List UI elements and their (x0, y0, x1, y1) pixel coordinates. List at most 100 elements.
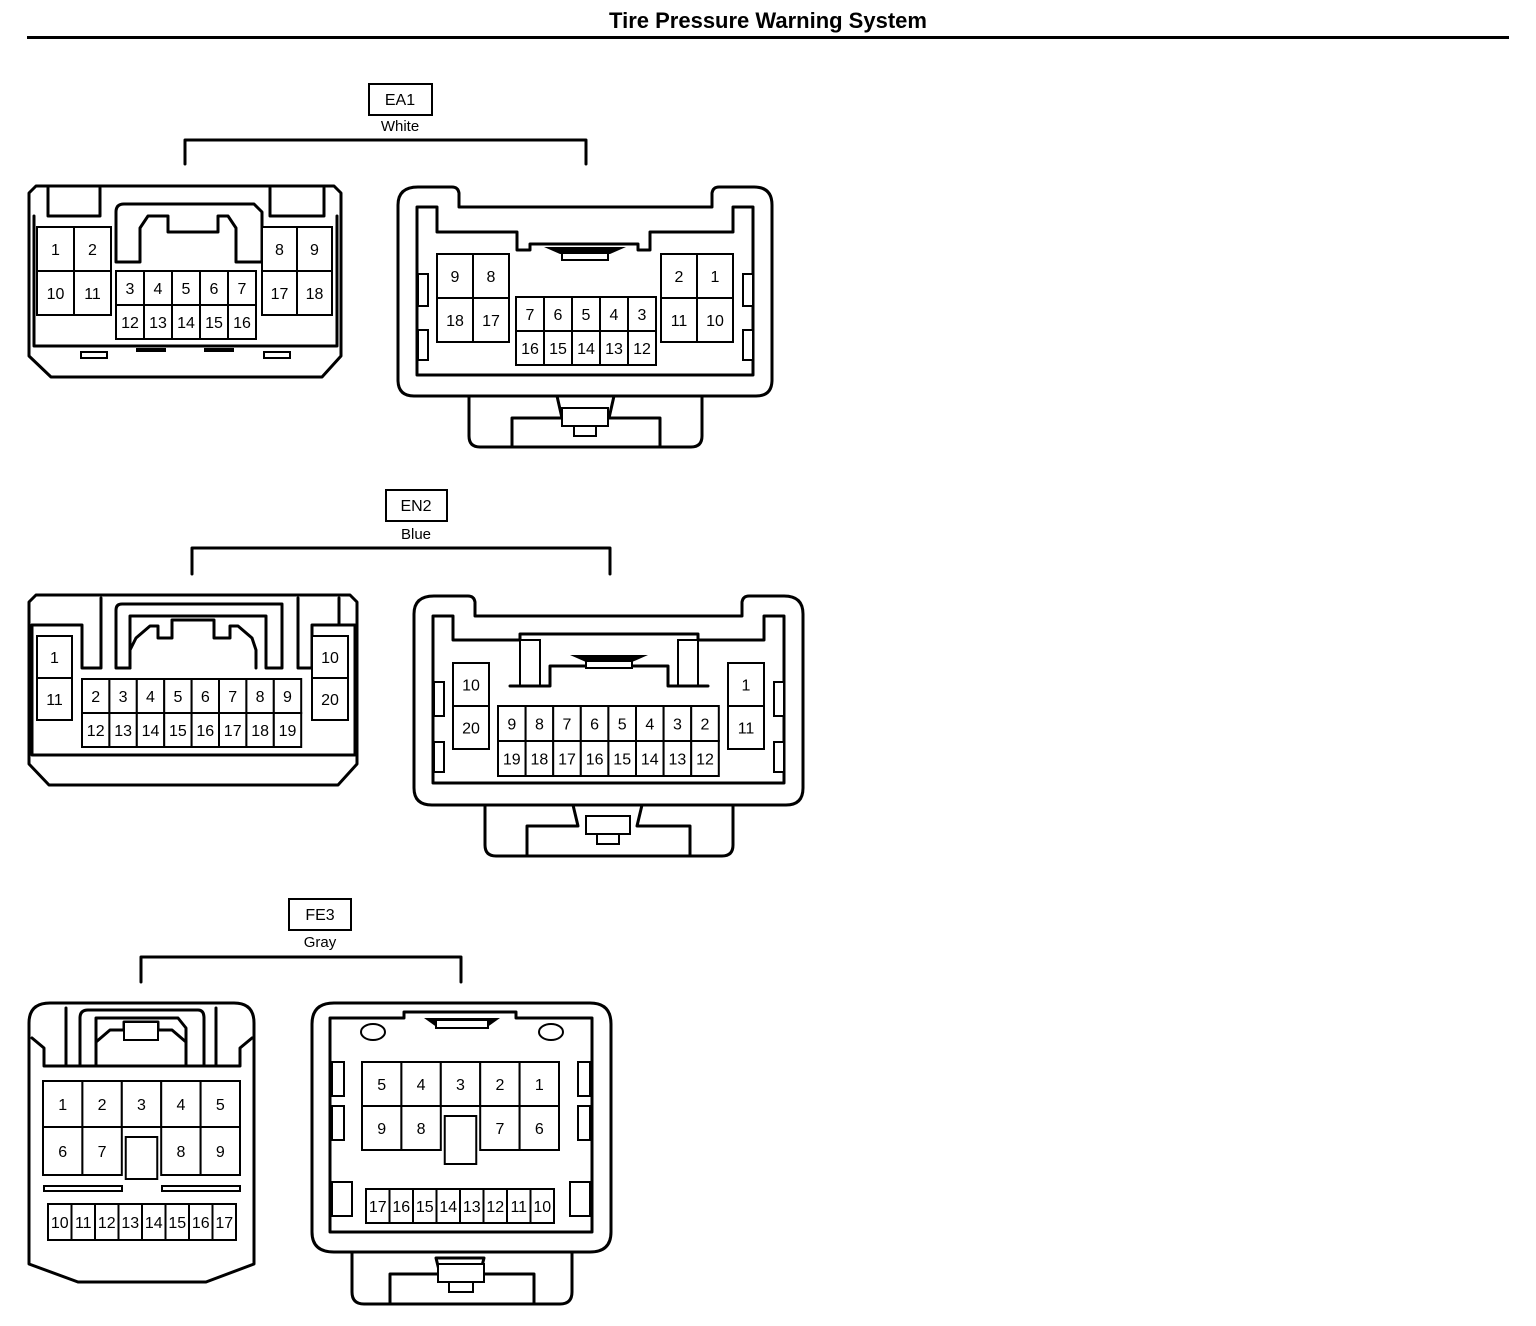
pin-number: 6 (590, 716, 599, 733)
pin-number: 2 (91, 689, 100, 706)
pin-number: 9 (216, 1144, 225, 1161)
pin-number: 8 (256, 689, 265, 706)
pin-cell (571, 296, 601, 332)
pin-cell (472, 253, 510, 299)
page-title: Tire Pressure Warning System (609, 8, 927, 33)
pin-number: 13 (114, 723, 132, 740)
pin-number: 11 (738, 720, 755, 737)
pin-number: 15 (168, 1215, 186, 1232)
pin-number: 9 (283, 689, 292, 706)
pin-number: 6 (58, 1144, 67, 1161)
pin-cell (190, 678, 221, 714)
pin-number: 20 (321, 692, 339, 709)
pin-cell (42, 1126, 84, 1176)
pin-cell (400, 1105, 442, 1151)
pin-number: 1 (711, 269, 720, 286)
pin-number: 3 (638, 307, 647, 324)
pin-number: 6 (201, 689, 210, 706)
pin-number: 3 (126, 281, 135, 298)
pin-number: 15 (613, 751, 631, 768)
pin-cell (36, 270, 75, 316)
pin-cell (199, 270, 229, 306)
connector-bracket (139, 955, 463, 984)
pin-number: 17 (271, 286, 289, 303)
pin-number: 5 (618, 716, 627, 733)
pin-number: 14 (142, 723, 160, 740)
pin-number: 11 (671, 313, 688, 330)
pin-cell (552, 705, 582, 742)
pin-number: 8 (176, 1144, 185, 1161)
pin-cell (36, 635, 73, 679)
pin-cell (81, 712, 111, 748)
pin-cell (81, 1126, 123, 1176)
connector-code-box (385, 489, 448, 522)
pin-number: 5 (582, 307, 591, 324)
pin-number: 13 (121, 1215, 139, 1232)
pin-number: 8 (535, 716, 544, 733)
pin-number: 12 (696, 751, 714, 768)
pin-number: 12 (486, 1199, 504, 1216)
pin-cell (452, 705, 490, 750)
pin-number: 9 (507, 716, 516, 733)
pin-cell (696, 297, 734, 343)
pin-number: 14 (577, 341, 595, 358)
connector-color: Gray (304, 934, 337, 951)
pin-cell (472, 297, 510, 343)
pin-number: 13 (149, 315, 167, 332)
pin-number: 10 (51, 1215, 69, 1232)
pin-number: 11 (75, 1215, 92, 1232)
pin-number: 4 (146, 689, 155, 706)
pin-cell (190, 712, 221, 748)
pin-cell (543, 330, 573, 366)
pin-number: 8 (275, 242, 284, 259)
connector-code-box (288, 898, 352, 931)
pin-cell (261, 270, 298, 316)
pin-cell (436, 297, 474, 343)
pin-number: 3 (673, 716, 682, 733)
pin-number: 12 (87, 723, 105, 740)
pin-number: 16 (192, 1215, 210, 1232)
pin-number: 6 (210, 281, 219, 298)
pin-cell (660, 297, 698, 343)
pin-cell (73, 270, 112, 316)
pin-number: 5 (377, 1077, 386, 1094)
pin-number: 6 (535, 1121, 544, 1138)
pin-number: 13 (669, 751, 687, 768)
pin-number: 3 (456, 1077, 465, 1094)
pin-number: 11 (510, 1199, 527, 1216)
pin-number: 9 (310, 242, 319, 259)
pin-cell (599, 330, 629, 366)
pin-number: 12 (633, 341, 651, 358)
pin-number: 20 (462, 720, 480, 737)
pin-number: 10 (47, 286, 65, 303)
pin-number: 9 (377, 1121, 386, 1138)
pin-number: 19 (503, 751, 521, 768)
pin-cell (245, 712, 275, 748)
pin-grid: 111 (36, 635, 73, 721)
pin-cell (143, 304, 173, 340)
pin-number: 11 (46, 692, 63, 709)
pin-cell (311, 677, 349, 721)
pin-cell (73, 226, 112, 272)
pin-cell (524, 705, 555, 742)
pin-number: 1 (742, 677, 751, 694)
connector-code: EA1 (385, 92, 415, 109)
pin-cell (211, 1203, 237, 1241)
pin-cell (627, 330, 657, 366)
pin-number: 3 (137, 1097, 146, 1114)
pin-number: 8 (487, 269, 496, 286)
pin-number: 17 (558, 751, 576, 768)
pin-number: 2 (495, 1077, 504, 1094)
pin-number: 10 (706, 313, 724, 330)
